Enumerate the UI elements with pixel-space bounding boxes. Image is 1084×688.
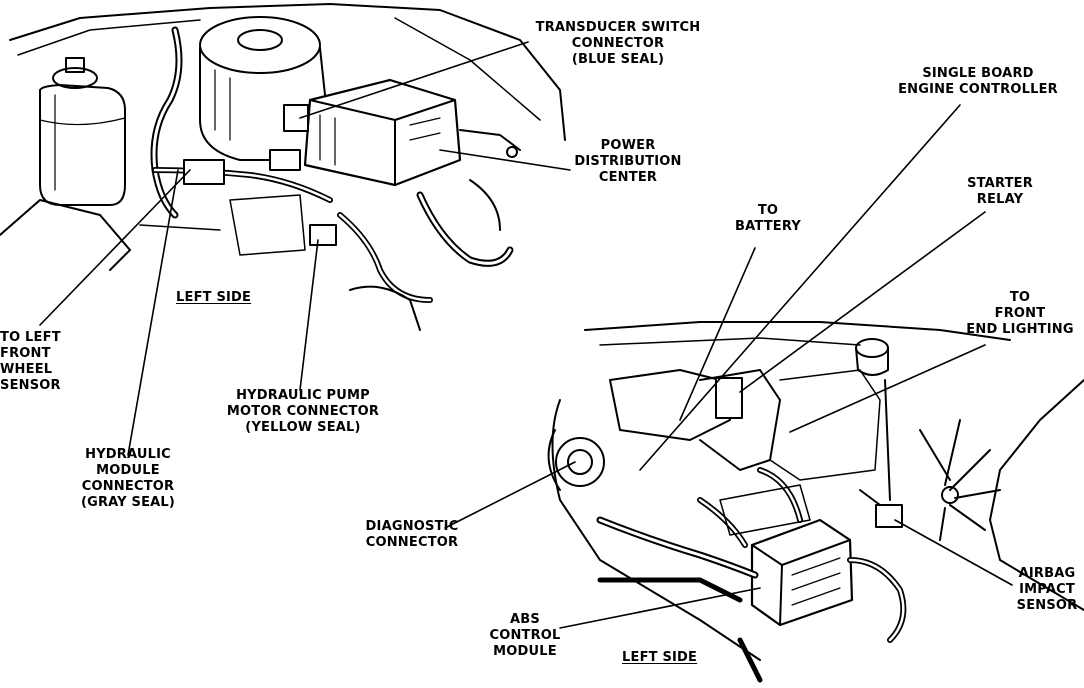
wheel-line-1: TO LEFT <box>0 330 61 345</box>
bottom-engine-view <box>547 321 1084 683</box>
airbag-line-2: IMPACT <box>1019 582 1075 597</box>
module-line-2: MODULE <box>96 463 160 478</box>
air-cleaner <box>199 16 326 161</box>
power-distribution-center-label: POWER DISTRIBUTION CENTER <box>558 138 698 186</box>
airbag-line-3: SENSOR <box>1016 598 1078 613</box>
diagnostic-line-2: CONNECTOR <box>365 535 459 550</box>
pump-line-2: MOTOR CONNECTOR <box>226 404 380 419</box>
top-engine-view <box>0 3 566 331</box>
abs-line-1: ABS <box>510 612 540 627</box>
starter-relay-label: STARTER RELAY <box>950 176 1050 208</box>
abs-line-2: CONTROL <box>489 628 561 643</box>
controller-line-2: ENGINE CONTROLLER <box>898 82 1058 97</box>
pdc-line-2: DISTRIBUTION <box>574 154 682 169</box>
power-distribution-box <box>303 78 521 187</box>
abs-control-module-label: ABS CONTROL MODULE <box>480 612 570 660</box>
module-line-1: HYDRAULIC <box>85 447 171 462</box>
pump-line-1: HYDRAULIC PUMP <box>236 388 370 403</box>
front-end-lighting-label: TO FRONT END LIGHTING <box>956 290 1084 338</box>
transducer-line-3: (BLUE SEAL) <box>571 52 665 67</box>
airbag-impact-sensor-label: AIRBAG IMPACT SENSOR <box>1010 566 1084 614</box>
abs-module-box <box>750 518 854 627</box>
lighting-line-1: TO <box>1009 290 1031 305</box>
left-front-wheel-sensor-label: TO LEFT FRONT WHEEL SENSOR <box>0 330 61 394</box>
starter-line-2: RELAY <box>976 192 1024 207</box>
left-side-top-label: LEFT SIDE <box>176 290 252 305</box>
wheel-line-4: SENSOR <box>0 378 61 393</box>
battery-line-1: TO <box>757 203 779 218</box>
leader-lines <box>39 41 1013 629</box>
battery-line-2: BATTERY <box>735 219 801 234</box>
washer-reservoir <box>39 57 126 206</box>
transducer-line-2: CONNECTOR <box>571 36 665 51</box>
diagnostic-connector-label: DIAGNOSTIC CONNECTOR <box>352 519 472 551</box>
diagnostic-line-1: DIAGNOSTIC <box>365 519 459 534</box>
transducer-line-1: TRANSDUCER SWITCH <box>535 20 701 35</box>
module-line-4: (GRAY SEAL) <box>80 495 176 510</box>
pdc-line-1: POWER <box>600 138 656 153</box>
lighting-line-3: END LIGHTING <box>966 322 1074 337</box>
abs-line-3: MODULE <box>493 644 557 659</box>
engine-controller-label: SINGLE BOARD ENGINE CONTROLLER <box>880 66 1076 98</box>
wheel-line-3: WHEEL <box>0 362 53 377</box>
controller-line-1: SINGLE BOARD <box>922 66 1034 81</box>
left-side-bottom-label: LEFT SIDE <box>622 650 698 665</box>
hydraulic-pump-connector-label: HYDRAULIC PUMP MOTOR CONNECTOR (YELLOW S… <box>214 388 392 436</box>
hydraulic-module-connector-label: HYDRAULIC MODULE CONNECTOR (GRAY SEAL) <box>62 447 194 511</box>
transducer-switch-connector-label: TRANSDUCER SWITCH CONNECTOR (BLUE SEAL) <box>528 20 708 68</box>
pump-line-3: (YELLOW SEAL) <box>245 420 361 435</box>
wheel-line-2: FRONT <box>0 346 51 361</box>
to-battery-label: TO BATTERY <box>720 203 816 235</box>
pdc-line-3: CENTER <box>598 170 658 185</box>
starter-line-1: STARTER <box>967 176 1033 191</box>
lighting-line-2: FRONT <box>994 306 1046 321</box>
airbag-line-1: AIRBAG <box>1018 566 1076 581</box>
radiator-fan <box>919 419 1001 541</box>
module-line-3: CONNECTOR <box>81 479 175 494</box>
